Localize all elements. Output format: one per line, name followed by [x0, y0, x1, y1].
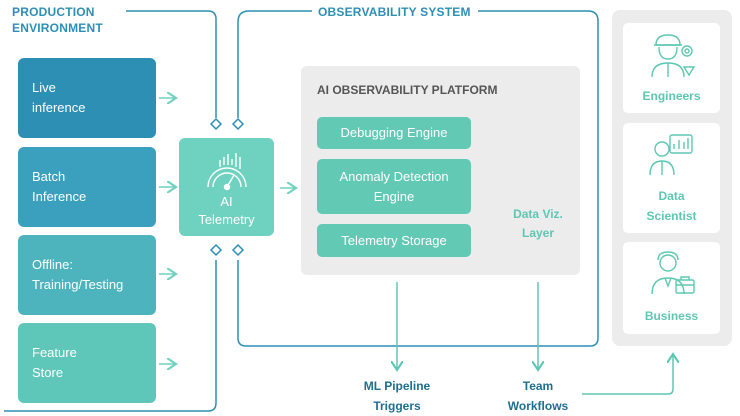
- ai-telemetry-label: AI Telemetry: [198, 194, 255, 227]
- data-scientist-icon: [649, 134, 693, 176]
- prod-box-label: Batch Inference: [32, 169, 87, 204]
- connector-diamond: [231, 117, 245, 131]
- team-label-business: Business: [644, 309, 699, 323]
- business-person-icon: [651, 251, 695, 295]
- ml-pipeline-triggers-label: ML Pipeline Triggers: [363, 379, 431, 413]
- anomaly-detection-engine: Anomaly Detection Engine: [317, 159, 471, 214]
- gauge-icon: [207, 153, 247, 191]
- prod-box-offline: Offline: Training/Testing: [18, 235, 156, 315]
- team-label-engineers: Engineers: [642, 89, 701, 103]
- arrow: [582, 354, 673, 395]
- team-workflows-label: Team Workflows: [507, 379, 569, 413]
- prod-box-live-inference: Live inference: [18, 58, 156, 138]
- observability-title: OBSERVABILITY SYSTEM: [318, 5, 471, 19]
- prod-box-label: Live inference: [32, 80, 86, 115]
- observability-frame: [237, 10, 599, 347]
- team-card-business: Business: [623, 242, 720, 334]
- prod-box-label: Feature Store: [32, 345, 77, 380]
- production-frame: [4, 10, 217, 412]
- telemetry-storage: Telemetry Storage: [317, 224, 471, 257]
- prod-box-feature-store: Feature Store: [18, 323, 156, 403]
- team-label-data-scientist: Data Scientist: [646, 189, 697, 223]
- prod-box-batch-inference: Batch Inference: [18, 147, 156, 227]
- connector-diamond: [231, 243, 245, 257]
- production-title: PRODUCTION ENVIRONMENT: [12, 5, 103, 35]
- team-card-engineers: Engineers: [623, 23, 720, 113]
- platform-title: AI OBSERVABILITY PLATFORM: [317, 83, 498, 97]
- connector-diamond: [209, 243, 223, 257]
- team-card-data-scientist: Data Scientist: [623, 123, 720, 233]
- connector-diamond: [209, 117, 223, 131]
- prod-box-label: Offline: Training/Testing: [32, 257, 124, 292]
- engineer-icon: [651, 34, 696, 78]
- data-viz-layer-label: Data Viz. Layer: [513, 207, 563, 240]
- ai-telemetry-box: AI Telemetry: [179, 138, 274, 236]
- debugging-engine: Debugging Engine: [317, 117, 471, 149]
